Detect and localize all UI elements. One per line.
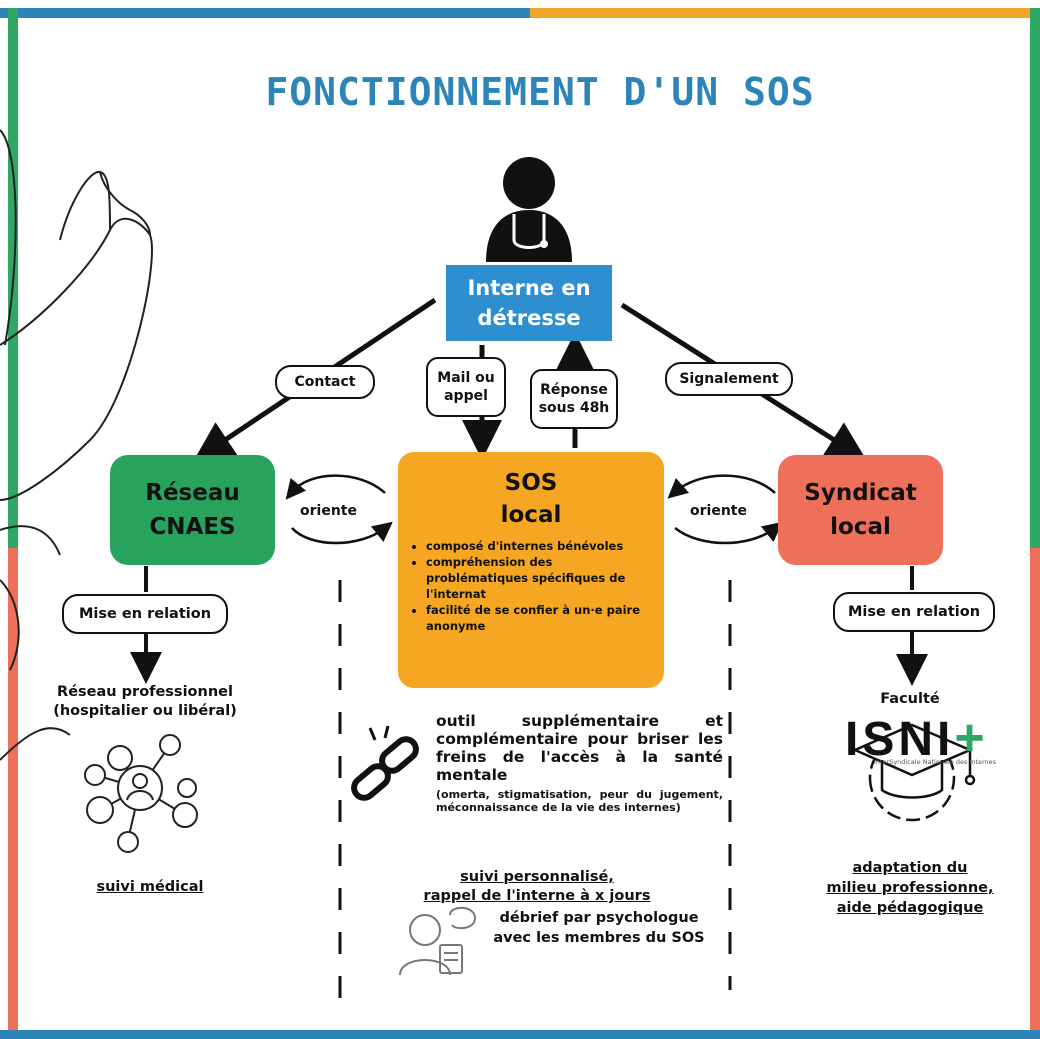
frame-top-left: [0, 8, 530, 18]
edge-label-contact: Contact: [275, 365, 375, 399]
right-outcome: adaptation du milieu professionne, aide …: [800, 858, 1020, 918]
node-reseau-cnaes: Réseau CNAES: [110, 455, 275, 565]
edge-label-mail-line1: Mail ou: [437, 370, 495, 386]
sos-point: composé d'internes bénévoles: [426, 538, 652, 554]
page-title: FONCTIONNEMENT D'UN SOS: [265, 70, 815, 114]
edge-label-mail-line2: appel: [444, 388, 488, 404]
node-cnaes-line1: Réseau: [145, 480, 240, 506]
edge-label-mise-right: Mise en relation: [833, 592, 995, 632]
edge-label-mise-left: Mise en relation: [62, 594, 228, 634]
psychologist-icon: [399, 906, 477, 976]
isni-logo: ISNI+: [845, 708, 989, 768]
node-syndicat-line1: Syndicat: [804, 480, 917, 506]
edge-label-signalement: Signalement: [665, 362, 793, 396]
isni-logo-subtitle: InterSyndicale Nationale des Internes: [873, 758, 997, 766]
frame-left-bottom: [8, 548, 18, 1039]
broken-chain-icon: [351, 725, 419, 801]
debrief-line2: avec les membres du SOS: [493, 930, 705, 946]
edge-label-reponse: Réponse sous 48h: [530, 369, 618, 429]
outil-detail: (omerta, stigmatisation, peur du jugemen…: [436, 788, 723, 814]
hand-drawing: [0, 129, 153, 761]
frame-right-top: [1030, 8, 1040, 548]
right-outcome-line3: aide pédagogique: [836, 900, 984, 916]
left-outcome: suivi médical: [96, 879, 204, 895]
node-interne: Interne en détresse: [446, 265, 612, 341]
node-sos-local: SOS local composé d'internes bénévoles c…: [398, 452, 664, 688]
frame-top-right: [530, 8, 1040, 18]
suivi-line2: rappel de l'interne à x jours: [423, 888, 651, 904]
edge-label-oriente-left: oriente: [300, 503, 357, 519]
node-interne-line1: Interne en: [467, 276, 591, 300]
suivi-text: suivi personnalisé, rappel de l'interne …: [392, 868, 682, 906]
node-cnaes-line2: CNAES: [149, 514, 236, 540]
sos-points: composé d'internes bénévoles compréhensi…: [414, 538, 652, 634]
node-interne-line2: détresse: [477, 306, 581, 330]
right-outcome-line1: adaptation du: [852, 860, 968, 876]
sos-point: compréhension des problématiques spécifi…: [426, 554, 652, 602]
edge-label-oriente-right: oriente: [690, 503, 747, 519]
node-syndicat-line2: local: [830, 514, 891, 540]
node-sos-line1: SOS: [504, 470, 558, 496]
doctor-icon: [486, 157, 572, 262]
edge-label-reponse-line1: Réponse: [540, 382, 608, 398]
frame-bottom: [0, 1030, 1040, 1039]
node-syndicat-local: Syndicat local: [778, 455, 943, 565]
debrief-text: débrief par psychologue avec les membres…: [484, 908, 714, 948]
left-target-line2: (hospitalier ou libéral): [53, 703, 237, 719]
isni-logo-text: ISNI: [845, 713, 955, 766]
sos-point: facilité de se confier à un·e paire anon…: [426, 602, 652, 634]
left-target: Réseau professionnel (hospitalier ou lib…: [40, 683, 250, 721]
suivi-line1: suivi personnalisé,: [460, 869, 614, 885]
outil-text: outil supplémentaire et complémentaire p…: [436, 712, 723, 784]
frame-right-bottom: [1030, 548, 1040, 1039]
edge-label-mail: Mail ou appel: [426, 357, 506, 417]
debrief-line1: débrief par psychologue: [499, 910, 699, 926]
isni-logo-plus: +: [954, 709, 989, 767]
right-outcome-line2: milieu professionne,: [826, 880, 994, 896]
graduation-gear-icon: [851, 723, 976, 822]
right-target: Faculté: [880, 691, 940, 707]
node-sos-line2: local: [500, 502, 562, 528]
network-people-icon: [84, 734, 198, 853]
edge-label-reponse-line2: sous 48h: [538, 400, 610, 416]
left-target-line1: Réseau professionnel: [57, 684, 233, 700]
